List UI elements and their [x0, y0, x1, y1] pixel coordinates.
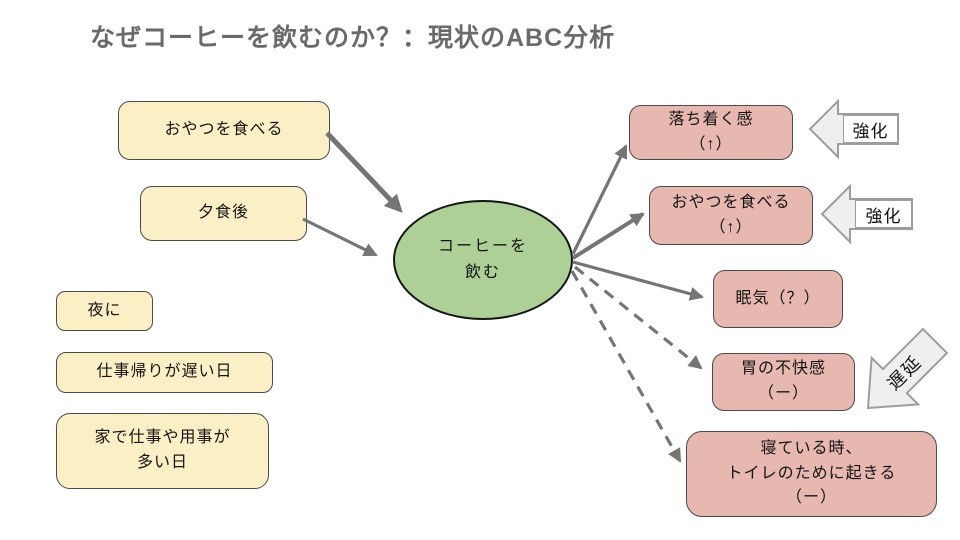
reinforce-label-2: 強化	[855, 200, 912, 228]
antecedent-box-busy-home-day: 家で仕事や用事が 多い日	[56, 413, 269, 489]
connector-behavior-to-wake-for-toilet-dashed	[570, 270, 682, 463]
connector-behavior-to-calm	[571, 144, 628, 255]
consequence-box-snack: おやつを食べる （↑）	[649, 186, 813, 245]
antecedent-box-at-night: 夜に	[56, 291, 153, 331]
antecedent-box-snack: おやつを食べる	[118, 101, 330, 160]
connector-after-dinner-to-behavior	[302, 217, 378, 257]
antecedent-box-after-dinner: 夕食後	[140, 186, 307, 241]
reinforce-label-1: 強化	[843, 115, 898, 143]
consequence-box-sleepiness: 眠気（？）	[713, 270, 843, 328]
behavior-ellipse-drink-coffee: コーヒーを 飲む	[393, 200, 573, 320]
delay-label: 遅延	[883, 351, 926, 394]
consequence-box-calm: 落ち着く感 （↑）	[629, 105, 793, 160]
connector-snack-to-behavior	[325, 131, 403, 213]
connector-behavior-to-snack	[571, 212, 645, 260]
connector-behavior-to-stomach-discomfort-dashed	[573, 265, 703, 370]
connector-behavior-to-sleepiness	[572, 260, 704, 301]
consequence-box-stomach-discomfort: 胃の不快感 （ー）	[712, 353, 855, 411]
consequence-box-wake-for-toilet: 寝ている時、 トイレのために起きる （ー）	[686, 431, 937, 517]
slide-title: なぜコーヒーを飲むのか？：現状のABC分析	[90, 24, 616, 52]
antecedent-box-late-workday: 仕事帰りが遅い日	[56, 352, 273, 393]
